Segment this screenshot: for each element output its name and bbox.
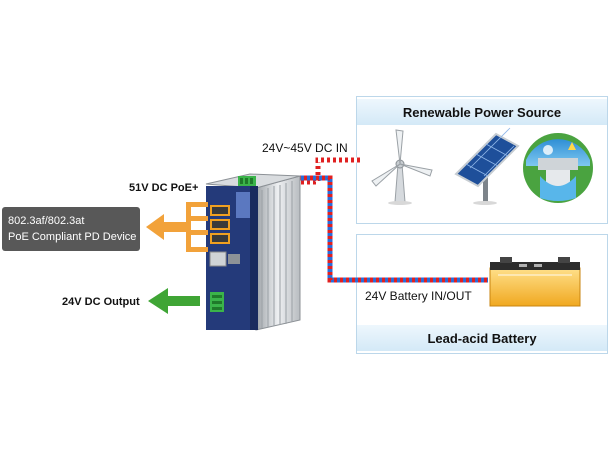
wind-turbine-icon: [371, 129, 433, 205]
pd-device-line-2: PoE Compliant PD Device: [8, 231, 137, 243]
pd-device-line-1: 802.3af/802.3at: [8, 215, 85, 227]
renewable-power-title: Renewable Power Source: [357, 99, 607, 125]
lead-acid-battery-title: Lead-acid Battery: [357, 325, 607, 351]
solar-panel-icon: [454, 127, 520, 205]
dc-in-label: 24V~45V DC IN: [262, 141, 348, 155]
dc-in-terminal-icon: [238, 176, 256, 186]
poe-label: 51V DC PoE+: [129, 182, 199, 194]
battery-io-label: 24V Battery IN/OUT: [365, 289, 472, 303]
pd-device-box: 802.3af/802.3at PoE Compliant PD Device: [2, 207, 140, 251]
battery-icon: [489, 257, 581, 307]
hydro-dam-icon: [523, 133, 593, 203]
poe-arrow: [146, 202, 208, 252]
industrial-switch-icon: [205, 173, 301, 331]
dc-output-label: 24V DC Output: [62, 296, 140, 308]
dc-output-arrow: [148, 288, 200, 314]
